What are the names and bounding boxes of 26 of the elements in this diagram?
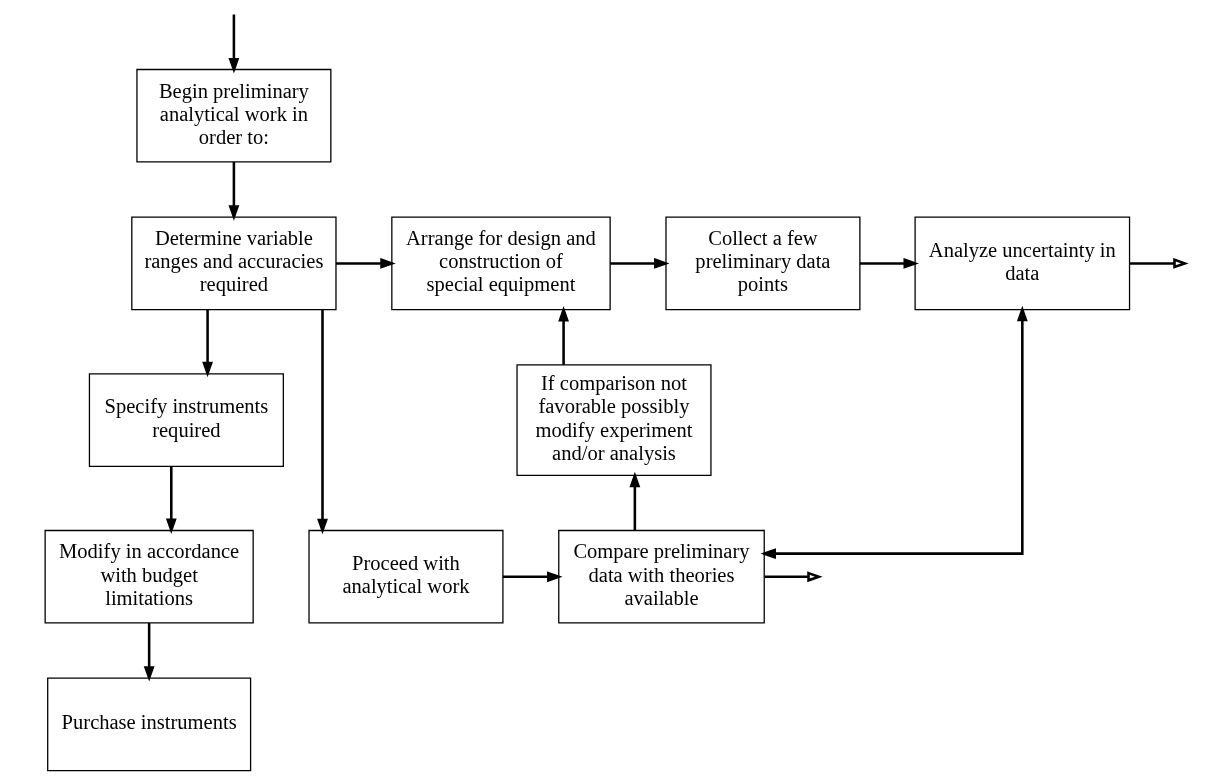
- arrow: [629, 471, 641, 531]
- arrow: [760, 305, 1028, 560]
- arrow: [336, 258, 396, 269]
- node-box: Modify in accordance with budget limitations: [44, 529, 254, 624]
- arrow: [228, 162, 240, 221]
- arrow: [317, 309, 328, 535]
- node-box: If comparison not favorable possibly modify experiment and/or analysis: [516, 364, 712, 476]
- arrow: [143, 623, 155, 682]
- node-box: Compare preliminary data with theories available: [558, 529, 765, 624]
- arrow: [228, 14, 240, 74]
- arrow: [558, 305, 569, 365]
- arrow: [859, 258, 919, 269]
- node-box: Collect a few preliminary data points: [665, 216, 861, 311]
- node-box: Analyze uncertainty in data: [914, 216, 1131, 311]
- arrow: [610, 258, 670, 269]
- arrow: [202, 310, 213, 378]
- node-box: Determine variable ranges and accuracies required: [131, 216, 337, 311]
- node-box: Proceed with analytical work: [308, 529, 504, 624]
- node-box: Begin preliminary analytical work in order to:: [136, 68, 332, 163]
- node-box: Arrange for design and construction of special equipment: [391, 216, 611, 311]
- arrow: [165, 466, 177, 534]
- node-box: Specify instruments required: [88, 373, 284, 467]
- arrow: [1129, 258, 1189, 269]
- arrow: [502, 571, 563, 583]
- arrow: [764, 571, 823, 583]
- node-box: Purchase instruments: [47, 677, 252, 772]
